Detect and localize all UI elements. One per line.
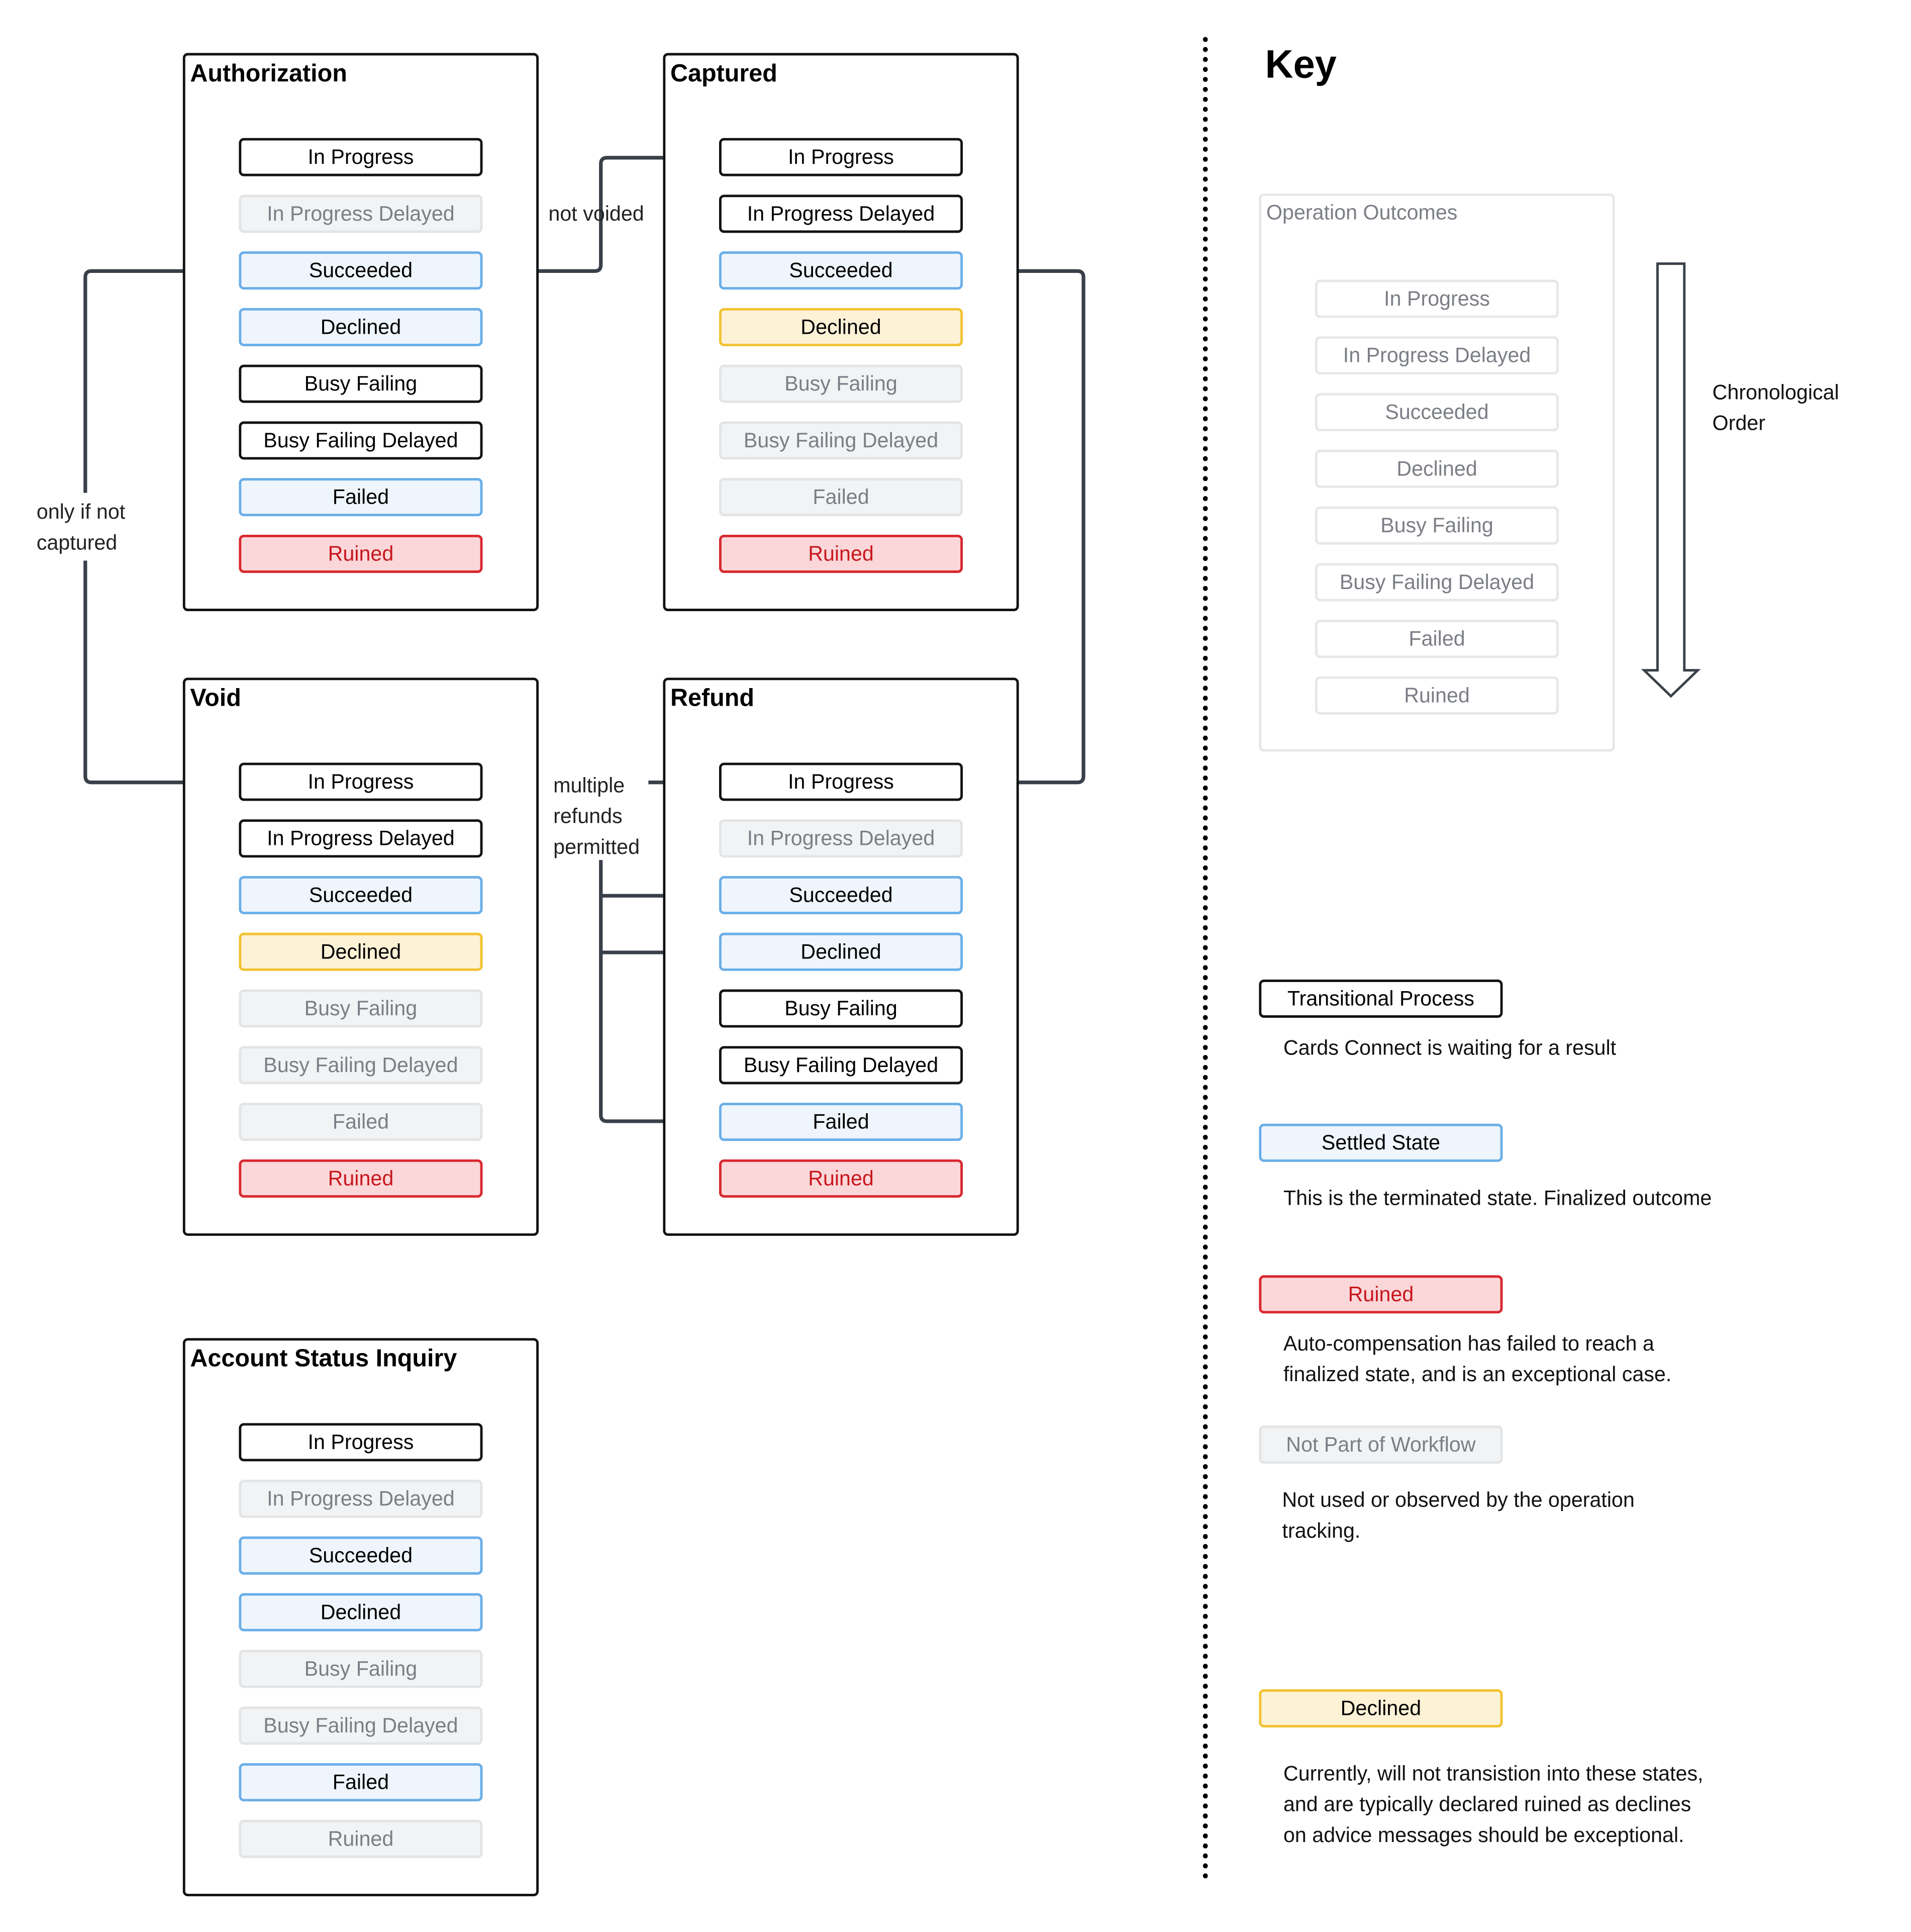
auth-state-busy-failing-delayed: Busy Failing Delayed — [239, 421, 483, 460]
group-title: Captured — [670, 60, 777, 88]
key-outcome-busy-failing-delayed: Busy Failing Delayed — [1315, 563, 1559, 602]
key-title: Key — [1265, 42, 1337, 86]
auth-state-ruined: Ruined — [239, 534, 483, 573]
chronological-arrow — [1641, 262, 1701, 698]
legend-declined: Declined — [1259, 1689, 1503, 1728]
label-multiple-refunds-line2: refunds — [553, 804, 623, 828]
connector-auth-to-void — [83, 269, 239, 493]
refund-state-declined: Declined — [719, 932, 963, 971]
captured-state-busy-failing: Busy Failing — [719, 364, 963, 403]
asi-state-ruined: Ruined — [239, 1819, 483, 1858]
group-title: Void — [190, 685, 241, 712]
legend-transitional-process: Transitional Process — [1259, 979, 1503, 1018]
legend-ruined-desc-line1: Auto-compensation has failed to reach a — [1283, 1332, 1655, 1356]
label-only-if-not-captured-line2: captured — [36, 531, 118, 555]
connector-auth-to-captured — [482, 151, 718, 273]
refund-state-in-progress-delayed: In Progress Delayed — [719, 819, 963, 858]
key-outcome-succeeded: Succeeded — [1315, 393, 1559, 432]
legend-declined-desc-line2: and are typically declared ruined as dec… — [1283, 1792, 1691, 1816]
chronological-order-label-line2: Order — [1712, 411, 1766, 435]
key-operation-outcomes-title: Operation Outcomes — [1266, 201, 1458, 225]
captured-state-declined: Declined — [719, 308, 963, 346]
group-title: Refund — [670, 685, 755, 712]
asi-state-failed: Failed — [239, 1763, 483, 1802]
asi-state-succeeded: Succeeded — [239, 1536, 483, 1575]
auth-state-failed: Failed — [239, 478, 483, 517]
void-state-succeeded: Succeeded — [239, 876, 483, 915]
connector-auth-to-void-lower — [83, 560, 238, 789]
legend-declined-desc-line1: Currently, will not transistion into the… — [1283, 1762, 1703, 1786]
label-not-voided: not voided — [548, 202, 644, 226]
captured-state-ruined: Ruined — [719, 534, 963, 573]
legend-settled-desc: This is the terminated state. Finalized … — [1283, 1186, 1712, 1210]
refund-state-busy-failing: Busy Failing — [719, 989, 963, 1028]
legend-settled-state: Settled State — [1259, 1123, 1503, 1162]
key-outcome-ruined: Ruined — [1315, 676, 1559, 715]
legend-not-part-of-workflow: Not Part of Workflow — [1259, 1425, 1503, 1464]
captured-state-in-progress-delayed: In Progress Delayed — [719, 195, 963, 233]
refund-state-failed: Failed — [719, 1103, 963, 1141]
asi-state-declined: Declined — [239, 1593, 483, 1631]
void-state-busy-failing: Busy Failing — [239, 989, 483, 1028]
void-state-declined: Declined — [239, 932, 483, 971]
auth-state-declined: Declined — [239, 308, 483, 346]
asi-state-in-progress: In Progress — [239, 1423, 483, 1462]
auth-state-in-progress-delayed: In Progress Delayed — [239, 195, 483, 233]
asi-state-in-progress-delayed: In Progress Delayed — [239, 1480, 483, 1518]
asi-state-busy-failing-delayed: Busy Failing Delayed — [239, 1706, 483, 1745]
key-outcome-in-progress-delayed: In Progress Delayed — [1315, 336, 1559, 375]
label-multiple-refunds-line3: permitted — [553, 835, 640, 859]
captured-state-failed: Failed — [719, 478, 963, 517]
refund-state-in-progress: In Progress — [719, 762, 963, 801]
group-title: Account Status Inquiry — [190, 1345, 457, 1373]
auth-state-busy-failing: Busy Failing — [239, 364, 483, 403]
legend-transitional-desc: Cards Connect is waiting for a result — [1283, 1036, 1617, 1060]
void-state-busy-failing-delayed: Busy Failing Delayed — [239, 1046, 483, 1085]
key-outcome-failed: Failed — [1315, 620, 1559, 658]
legend-ruined-desc-line2: finalized state, and is an exceptional c… — [1283, 1363, 1672, 1386]
void-state-ruined: Ruined — [239, 1159, 483, 1198]
void-state-failed: Failed — [239, 1103, 483, 1141]
captured-state-busy-failing-delayed: Busy Failing Delayed — [719, 421, 963, 460]
label-multiple-refunds-line1: multiple — [553, 774, 625, 798]
auth-state-in-progress: In Progress — [239, 138, 483, 176]
refund-state-busy-failing-delayed: Busy Failing Delayed — [719, 1046, 963, 1085]
key-operation-outcomes: Operation Outcomes — [1259, 193, 1615, 752]
captured-state-succeeded: Succeeded — [719, 251, 963, 290]
connector-refund-loop — [599, 860, 719, 1123]
legend-not-part-desc-line2: tracking. — [1282, 1519, 1361, 1543]
refund-state-succeeded: Succeeded — [719, 876, 963, 915]
legend-ruined: Ruined — [1259, 1275, 1503, 1314]
label-only-if-not-captured-line1: only if not — [36, 500, 126, 524]
legend-declined-desc-line3: on advice messages should be exceptional… — [1283, 1823, 1684, 1847]
auth-state-succeeded: Succeeded — [239, 251, 483, 290]
legend-not-part-desc-line1: Not used or observed by the operation — [1282, 1488, 1635, 1512]
chronological-order-label-line1: Chronological — [1712, 380, 1839, 405]
asi-state-busy-failing: Busy Failing — [239, 1650, 483, 1688]
void-state-in-progress: In Progress — [239, 762, 483, 801]
key-outcome-busy-failing: Busy Failing — [1315, 506, 1559, 545]
group-title: Authorization — [190, 60, 347, 88]
void-state-in-progress-delayed: In Progress Delayed — [239, 819, 483, 858]
key-outcome-in-progress: In Progress — [1315, 279, 1559, 318]
key-outcome-declined: Declined — [1315, 449, 1559, 488]
connector-captured-to-refund — [961, 269, 1085, 789]
refund-state-ruined: Ruined — [719, 1159, 963, 1198]
captured-state-in-progress: In Progress — [719, 138, 963, 176]
